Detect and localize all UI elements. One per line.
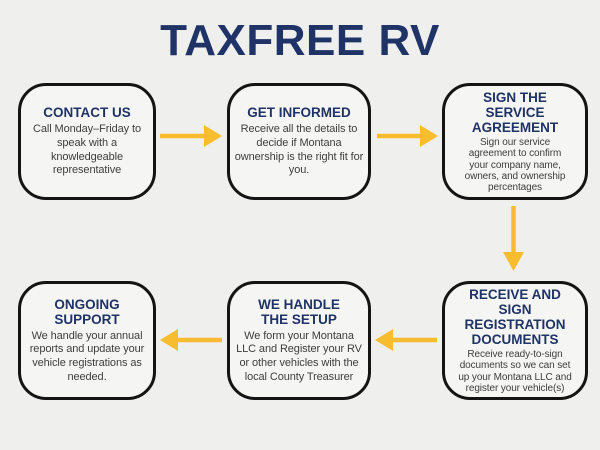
step-box-we-handle-the-setup: WE HANDLE THE SETUP We form your Montana…	[227, 281, 371, 400]
step-heading: CONTACT US	[43, 105, 131, 121]
flow-arrow-left-1	[375, 329, 437, 351]
step-heading: GET INFORMED	[247, 105, 351, 121]
page-title: TAXFREE RV	[160, 16, 440, 65]
step-box-get-informed: GET INFORMED Receive all the details to …	[227, 83, 371, 200]
step-heading: ONGOING SUPPORT	[54, 296, 120, 327]
step-heading: SIGN THE SERVICE AGREEMENT	[471, 89, 559, 135]
step-body: We form your Montana LLC and Register yo…	[236, 329, 362, 383]
step-body: Call Monday–Friday to speak with a knowl…	[33, 123, 141, 177]
flow-arrow-down	[503, 206, 524, 271]
step-body: Sign our service agreement to confirm yo…	[464, 136, 566, 194]
step-heading: WE HANDLE THE SETUP	[258, 296, 340, 327]
step-box-receive-and-sign-registration-documents: RECEIVE AND SIGN REGISTRATION DOCUMENTS …	[442, 281, 588, 400]
flow-arrow-right-1	[160, 125, 222, 147]
step-body: Receive all the details to decide if Mon…	[234, 123, 364, 177]
step-body: We handle your annual reports and update…	[29, 329, 145, 383]
flow-arrow-left-2	[160, 329, 222, 351]
step-box-contact-us: CONTACT US Call Monday–Friday to speak w…	[18, 83, 156, 200]
step-box-ongoing-support: ONGOING SUPPORT We handle your annual re…	[18, 281, 156, 400]
step-box-sign-the-service-agreement: SIGN THE SERVICE AGREEMENT Sign our serv…	[442, 83, 588, 200]
flow-arrow-right-2	[377, 125, 438, 147]
step-heading: RECEIVE AND SIGN REGISTRATION DOCUMENTS	[464, 286, 566, 348]
step-body: Receive ready-to-sign documents so we ca…	[458, 349, 572, 395]
